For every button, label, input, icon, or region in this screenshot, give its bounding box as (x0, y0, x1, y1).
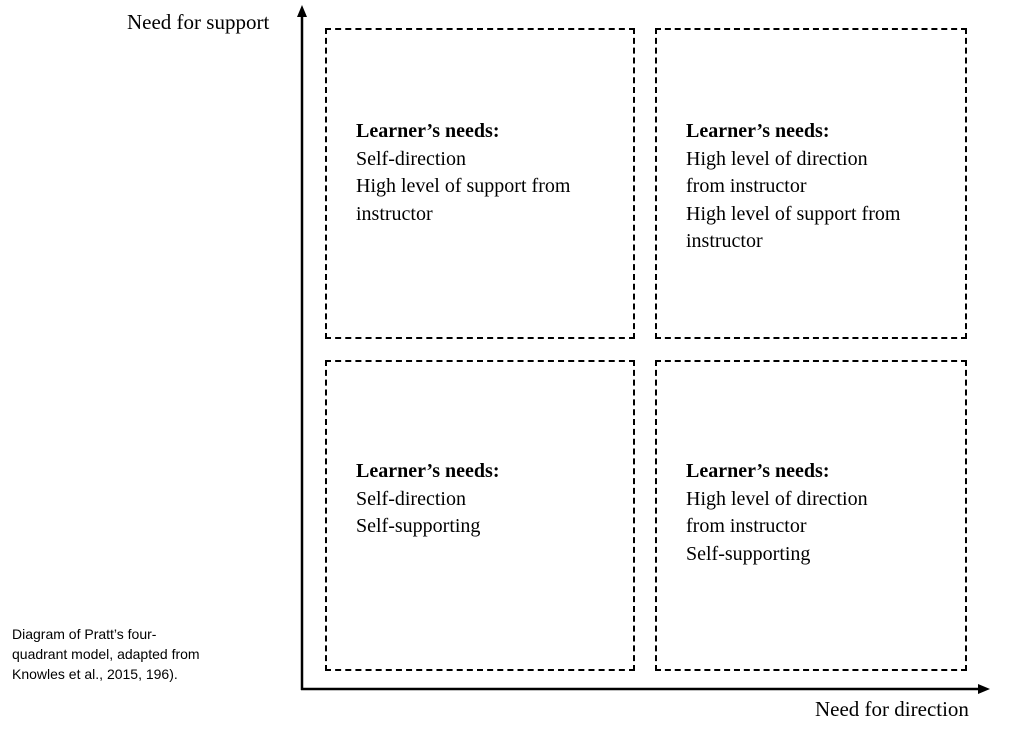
quadrant-line: instructor (686, 230, 763, 252)
quadrant-top-left: Learner’s needs: Self-direction High lev… (325, 28, 635, 339)
quadrant-line: Self-supporting (686, 542, 811, 565)
quadrant-heading: Learner’s needs: (356, 120, 500, 142)
quadrant-line: High level of support from (686, 202, 901, 225)
quadrant-line: High level of direction (686, 147, 868, 170)
quadrant-line: from instructor (686, 515, 807, 537)
quadrant-line: Self-direction (356, 487, 466, 510)
quadrant-heading: Learner’s needs: (686, 460, 830, 482)
caption-line: quadrant model, adapted from (12, 646, 200, 662)
quadrant-heading: Learner’s needs: (686, 120, 830, 142)
x-axis-arrowhead (978, 684, 990, 694)
quadrant-line: Self-supporting (356, 515, 481, 537)
y-axis-arrowhead (297, 5, 307, 17)
y-axis-label: Need for support (127, 10, 270, 34)
quadrant-heading: Learner’s needs: (356, 460, 500, 482)
quadrant-bottom-right: Learner’s needs: High level of direction… (655, 360, 967, 671)
quadrant-line: instructor (356, 202, 433, 225)
x-axis-label: Need for direction (815, 697, 969, 721)
caption-line: Knowles et al., 2015, 196). (12, 666, 178, 682)
quadrant-line: High level of support from (356, 175, 571, 197)
quadrant-line: from instructor (686, 175, 807, 197)
figure-caption: Diagram of Pratt’s four- quadrant model,… (12, 624, 242, 684)
caption-line: Diagram of Pratt’s four- (12, 626, 157, 642)
quadrant-bottom-left: Learner’s needs: Self-direction Self-sup… (325, 360, 635, 671)
quadrant-line: Self-direction (356, 147, 466, 170)
quadrant-line: High level of direction (686, 487, 868, 510)
quadrant-top-right: Learner’s needs: High level of direction… (655, 28, 967, 339)
